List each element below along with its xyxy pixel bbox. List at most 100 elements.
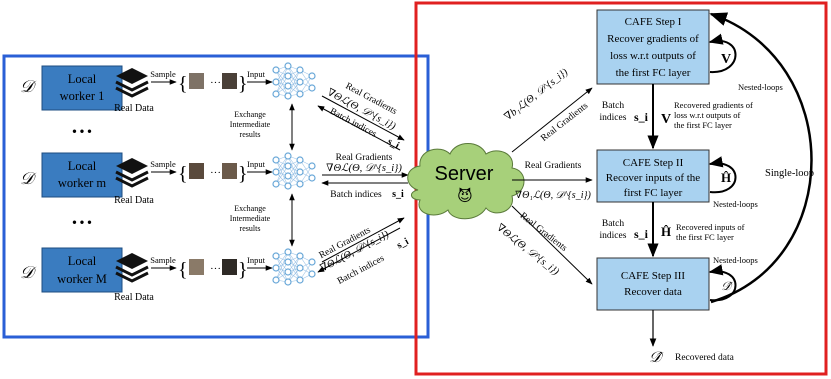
nn-node: [284, 62, 292, 70]
neural-network-icon: [272, 62, 316, 100]
nn-node: [284, 278, 292, 286]
nn-node: [272, 180, 280, 188]
nn-node: [296, 168, 304, 176]
nn-edge: [287, 155, 301, 185]
worker-m-label-line1: Local: [68, 159, 97, 173]
step-text-line: CAFE Step II: [623, 157, 684, 169]
set-brace-open: {: [178, 259, 188, 281]
D-hat-symbol: 𝒟̂: [649, 350, 664, 366]
nn-node: [272, 78, 280, 86]
recovered-V-line2: loss w.r.t outputs of: [674, 110, 740, 120]
nn-node: [296, 156, 304, 164]
recovered-H-line1: Recovered inputs of: [676, 222, 745, 232]
step-text-line: CAFE Step III: [621, 270, 686, 282]
nn-node: [284, 182, 292, 190]
batch-symbol: s_i: [385, 136, 401, 151]
sample-label: Sample: [150, 69, 176, 79]
worker-M-box: [41, 247, 123, 293]
step-text-line: CAFE Step I: [625, 16, 682, 28]
recovered-data-label: Recovered data: [675, 353, 735, 363]
nn-node: [284, 162, 292, 170]
nn-edge: [275, 251, 289, 281]
nn-node: [284, 248, 292, 256]
step-text-line: the first FC layer: [616, 67, 691, 79]
nested-loops-label: Nested-loops: [713, 255, 758, 265]
devil-icon: 😈: [457, 187, 473, 205]
sample-image-thumbnail: [222, 259, 237, 275]
nested-loops-label: Nested-loops: [713, 199, 758, 209]
worker-row-M: 𝒟 Local worker M Real Data Sample { ··· …: [20, 247, 273, 303]
gradient-expression: ∇b₁ℒ(Θ, 𝒟^{s_i}): [503, 67, 571, 123]
nn-edge: [287, 75, 301, 95]
exchange-label-line1: Exchange: [234, 204, 266, 213]
nested-loop-arrow-step1: [708, 33, 737, 74]
real-gradients-arrow-bottom: [321, 217, 405, 263]
grad-arrow-to-step3: [511, 205, 593, 285]
worker-M-label-line1: Local: [68, 254, 97, 268]
batch-symbol: s_i: [634, 110, 649, 124]
nn-node: [272, 156, 280, 164]
sample-label: Sample: [150, 159, 176, 169]
exchange-label-line2: Intermediate: [230, 120, 271, 129]
batch-indices-label-1: Batch: [602, 219, 624, 229]
set-brace-open: {: [178, 163, 188, 185]
set-brace-close: }: [238, 73, 248, 95]
exchange-label-line2: Intermediate: [230, 214, 271, 223]
nn-edge: [275, 155, 289, 185]
batch-indices-label: Batch indices: [330, 190, 382, 200]
cafe-step3-text: CAFE Step III Recover data: [621, 270, 686, 298]
nn-node: [272, 276, 280, 284]
worker-1-box: [41, 65, 123, 111]
real-data-label: Real Data: [114, 103, 154, 114]
real-data-label: Real Data: [114, 292, 154, 303]
nn-edge: [287, 255, 301, 283]
nn-node: [284, 258, 292, 266]
real-gradients-arrow-top: [321, 95, 405, 141]
real-gradients-label: Real Gradients: [525, 161, 582, 171]
nn-edge: [299, 165, 313, 185]
nn-node: [296, 264, 304, 272]
set-brace-open: {: [178, 73, 188, 95]
nn-node: [284, 172, 292, 180]
worker-1-label-line1: Local: [68, 72, 97, 86]
nn-node: [308, 84, 316, 92]
nn-edge: [275, 261, 289, 281]
nn-node: [296, 90, 304, 98]
sample-image-thumbnail: [222, 163, 237, 179]
worker-M-label-line2: worker M: [57, 272, 107, 286]
nn-edge: [275, 165, 289, 185]
H-symbol: Ĥ: [661, 224, 671, 239]
recovered-V-line1: Recovered gradients of: [674, 100, 753, 110]
nn-edge: [275, 159, 289, 187]
data-stack-icon: [115, 68, 149, 98]
sample-image-thumbnail: [189, 73, 204, 89]
nn-edge: [287, 65, 301, 95]
data-stack-icon: [115, 253, 149, 283]
gradient-expression: ∇Θℒ(Θ, 𝒟^{s_i}): [494, 222, 561, 278]
real-gradients-label: Real Gradients: [539, 101, 590, 144]
batch-indices-arrow-bottom: [317, 227, 401, 273]
nn-node: [272, 168, 280, 176]
worker-1-label-line2: worker 1: [60, 89, 105, 103]
sample-label: Sample: [150, 255, 176, 265]
vertical-ellipsis: • • •: [72, 215, 91, 229]
nn-node: [272, 66, 280, 74]
V-symbol: V: [721, 52, 731, 67]
set-ellipsis: ···: [210, 77, 221, 89]
neural-network-icon: [272, 248, 316, 286]
nn-edge: [275, 255, 289, 283]
nn-edge: [287, 159, 301, 187]
gradient-expression: ∇Θ₁ℒ(Θ, 𝒟^{s_i}): [515, 190, 591, 201]
exchange-label-line1: Exchange: [234, 110, 266, 119]
dataset-symbol: 𝒟: [20, 263, 37, 282]
H-symbol: Ĥ: [721, 170, 731, 185]
batch-symbol: s_i: [392, 189, 404, 200]
step-text-line: Recover data: [624, 286, 682, 298]
input-label: Input: [247, 69, 266, 79]
nn-node: [272, 90, 280, 98]
nn-node: [308, 258, 316, 266]
nn-edge: [275, 69, 289, 97]
dataset-symbol: 𝒟: [20, 169, 37, 188]
